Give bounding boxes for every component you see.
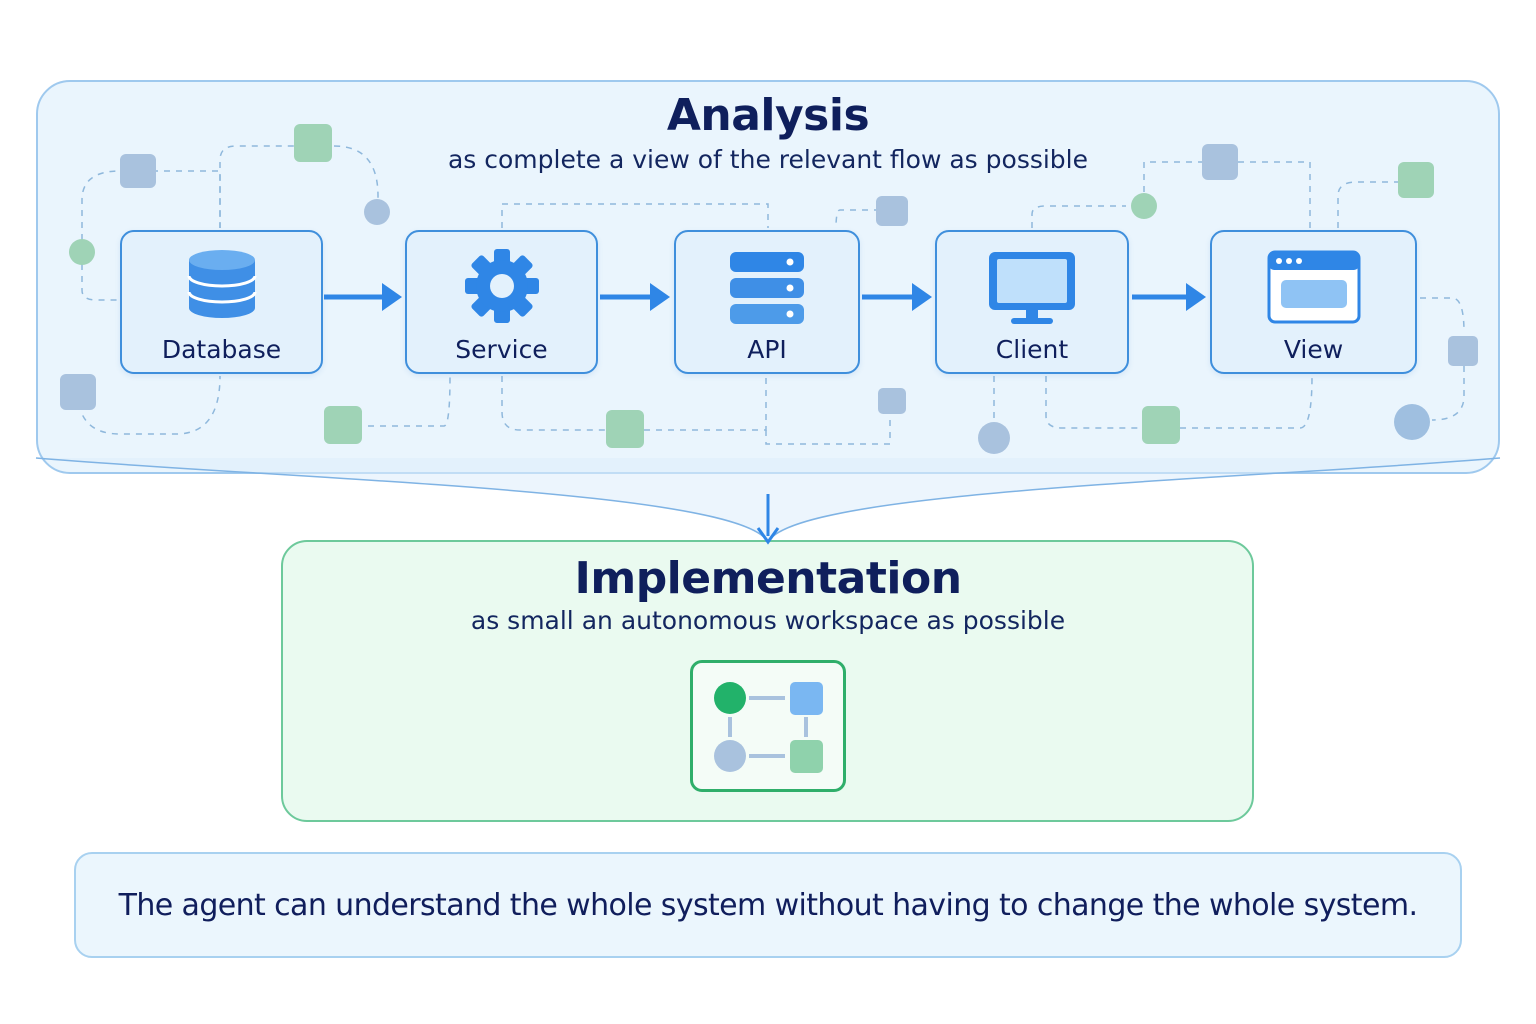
summary-panel	[74, 852, 1462, 958]
workspace-box	[690, 660, 846, 792]
flow-node-api: API	[674, 230, 860, 374]
database-icon	[187, 248, 257, 324]
flow-node-client: Client	[935, 230, 1129, 374]
flow-node-label: Service	[455, 335, 548, 364]
flow-node-label: API	[747, 335, 787, 364]
flow-node-label: View	[1283, 335, 1344, 364]
implementation-subtitle: as small an autonomous workspace as poss…	[470, 606, 1066, 635]
flow-node-view: View	[1210, 230, 1417, 374]
browser-window-icon	[1267, 248, 1361, 330]
server-icon	[728, 248, 806, 332]
analysis-subtitle: as complete a view of the relevant flow …	[447, 145, 1089, 174]
flow-node-label: Client	[995, 335, 1069, 364]
analysis-title: Analysis	[666, 90, 870, 141]
flow-node-service: Service	[405, 230, 598, 374]
flow-node-label: Database	[161, 335, 282, 364]
implementation-title: Implementation	[574, 553, 962, 604]
workspace-network-icon	[714, 682, 823, 773]
summary-text: The agent can understand the whole syste…	[118, 887, 1418, 923]
monitor-icon	[987, 248, 1077, 332]
flow-node-database: Database	[120, 230, 323, 374]
gear-icon	[464, 248, 540, 328]
